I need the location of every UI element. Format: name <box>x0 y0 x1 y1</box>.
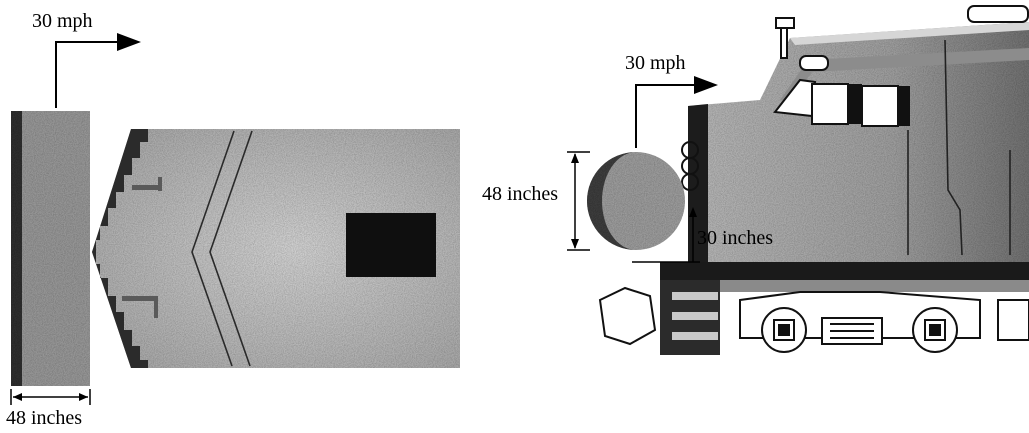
height-label: 30 inches <box>697 227 773 249</box>
hand-rail <box>122 177 162 318</box>
width-dimension <box>10 389 91 405</box>
roof-horn <box>775 5 1029 71</box>
cab-windows <box>773 78 910 127</box>
coupler <box>598 286 657 346</box>
speed-label: 30 mph <box>32 10 93 32</box>
top-view-panel: 30 mph 48 inches <box>6 10 460 429</box>
obstacle-top-view <box>11 111 90 386</box>
nose-chevron <box>191 130 253 367</box>
truck-assembly <box>739 291 1029 353</box>
diameter-dimension <box>567 151 590 251</box>
diameter-label: 48 inches <box>482 183 558 205</box>
speed-arrow <box>55 33 141 108</box>
side-view-panel: 30 mph <box>482 5 1029 355</box>
height-dimension <box>632 207 700 263</box>
obstacle-side-view <box>587 152 685 250</box>
locomotive-side-view <box>598 5 1029 355</box>
body-panel-lines <box>907 39 1011 256</box>
side-speed-label: 30 mph <box>625 52 686 74</box>
speed-arrow-side <box>635 76 718 148</box>
nose-lights <box>681 141 699 191</box>
pilot-steps <box>660 280 720 355</box>
roof-hatch <box>346 213 436 277</box>
locomotive-top-view <box>92 129 460 368</box>
width-label: 48 inches <box>6 407 82 429</box>
